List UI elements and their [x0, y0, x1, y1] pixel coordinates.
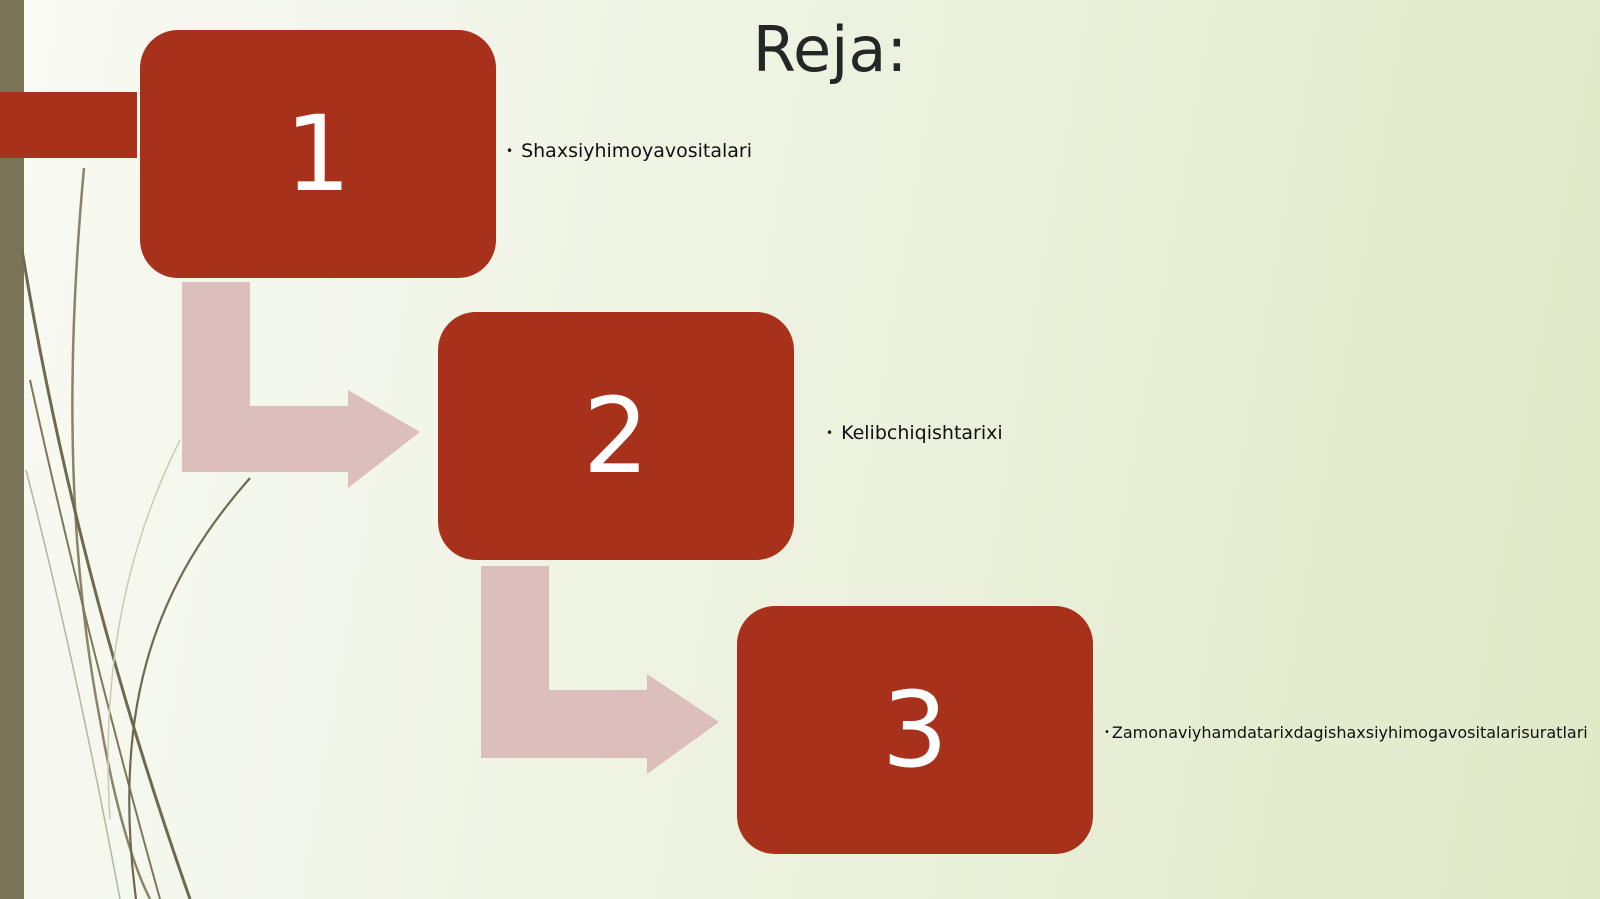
grass-decoration: [20, 167, 251, 899]
step-box-2: 2: [438, 312, 794, 560]
step-text-3: Zamonaviyhamdatarixdagishaxsiyhimogavosi…: [1111, 723, 1588, 742]
step-text-2: Kelibchiqishtarixi: [841, 422, 1003, 444]
step-bullet-1: • Shaxsiyhimoyavositalari: [506, 140, 752, 162]
step-number-1: 1: [284, 93, 352, 215]
step-bullet-3: • Zamonaviyhamdatarixdagishaxsiyhimogavo…: [1104, 723, 1588, 742]
step-bullet-2: • Kelibchiqishtarixi: [826, 422, 1003, 444]
bullet-dot-icon: •: [506, 144, 514, 158]
accent-tab: [0, 92, 137, 158]
bent-arrow-1-to-2: [182, 282, 420, 488]
step-number-2: 2: [582, 375, 650, 497]
bullet-dot-icon: •: [1104, 727, 1110, 738]
bent-arrow-2-to-3: [481, 566, 719, 774]
slide-title: Reja:: [752, 13, 908, 86]
step-box-3: 3: [737, 606, 1093, 854]
bullet-dot-icon: •: [826, 426, 834, 440]
step-number-3: 3: [881, 669, 949, 791]
step-box-1: 1: [140, 30, 496, 278]
step-text-1: Shaxsiyhimoyavositalari: [521, 140, 752, 162]
